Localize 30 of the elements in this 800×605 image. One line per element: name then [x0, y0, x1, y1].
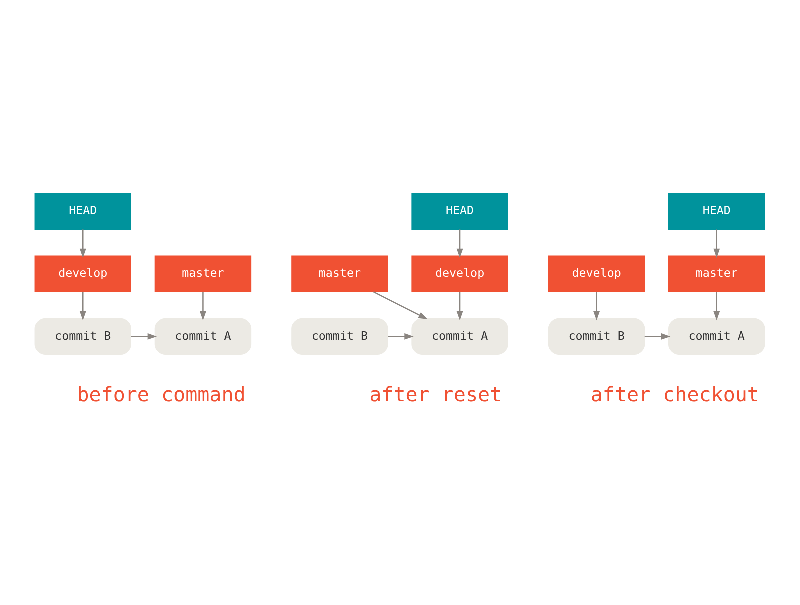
node-box: commit A [668, 318, 766, 356]
arrow [714, 230, 720, 258]
arrow [456, 292, 464, 321]
node-box: commit B [34, 318, 132, 356]
node-box: HEAD [412, 193, 508, 230]
node-box: HEAD [668, 193, 766, 230]
node-box: HEAD [34, 193, 132, 230]
label: before command [77, 382, 246, 406]
arrow [373, 292, 428, 320]
node-box: commit A [412, 318, 508, 356]
node-box: commit B [292, 318, 388, 356]
arrow [200, 292, 206, 321]
arrow [456, 230, 464, 258]
node-box: master [292, 256, 388, 292]
label: after reset [370, 382, 502, 406]
arrow [80, 292, 86, 321]
arrow [594, 292, 600, 321]
arrow [714, 292, 720, 321]
arrow [80, 230, 86, 258]
node-box: develop [548, 256, 646, 292]
node-box: commit A [154, 318, 252, 356]
arrow [388, 333, 414, 340]
arrow [644, 333, 671, 340]
arrow [131, 333, 158, 340]
label: after checkout [590, 382, 760, 406]
node-box: master [668, 256, 766, 292]
node-box: develop [34, 256, 132, 292]
node-box: master [154, 256, 252, 292]
node-box: commit B [548, 318, 646, 356]
node-box: develop [412, 256, 508, 292]
